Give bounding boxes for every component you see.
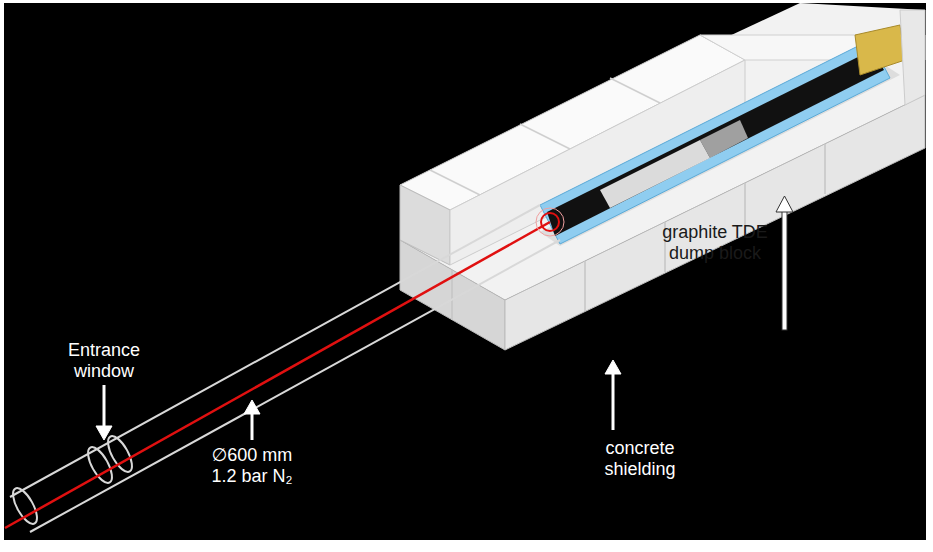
dimension-label: ∅600 mm 1.2 bar N₂ xyxy=(200,445,305,487)
part-label: concrete shielding xyxy=(593,438,688,480)
part-label: graphite TDE dump block xyxy=(653,222,778,264)
part-label: Entrance window xyxy=(57,340,152,382)
